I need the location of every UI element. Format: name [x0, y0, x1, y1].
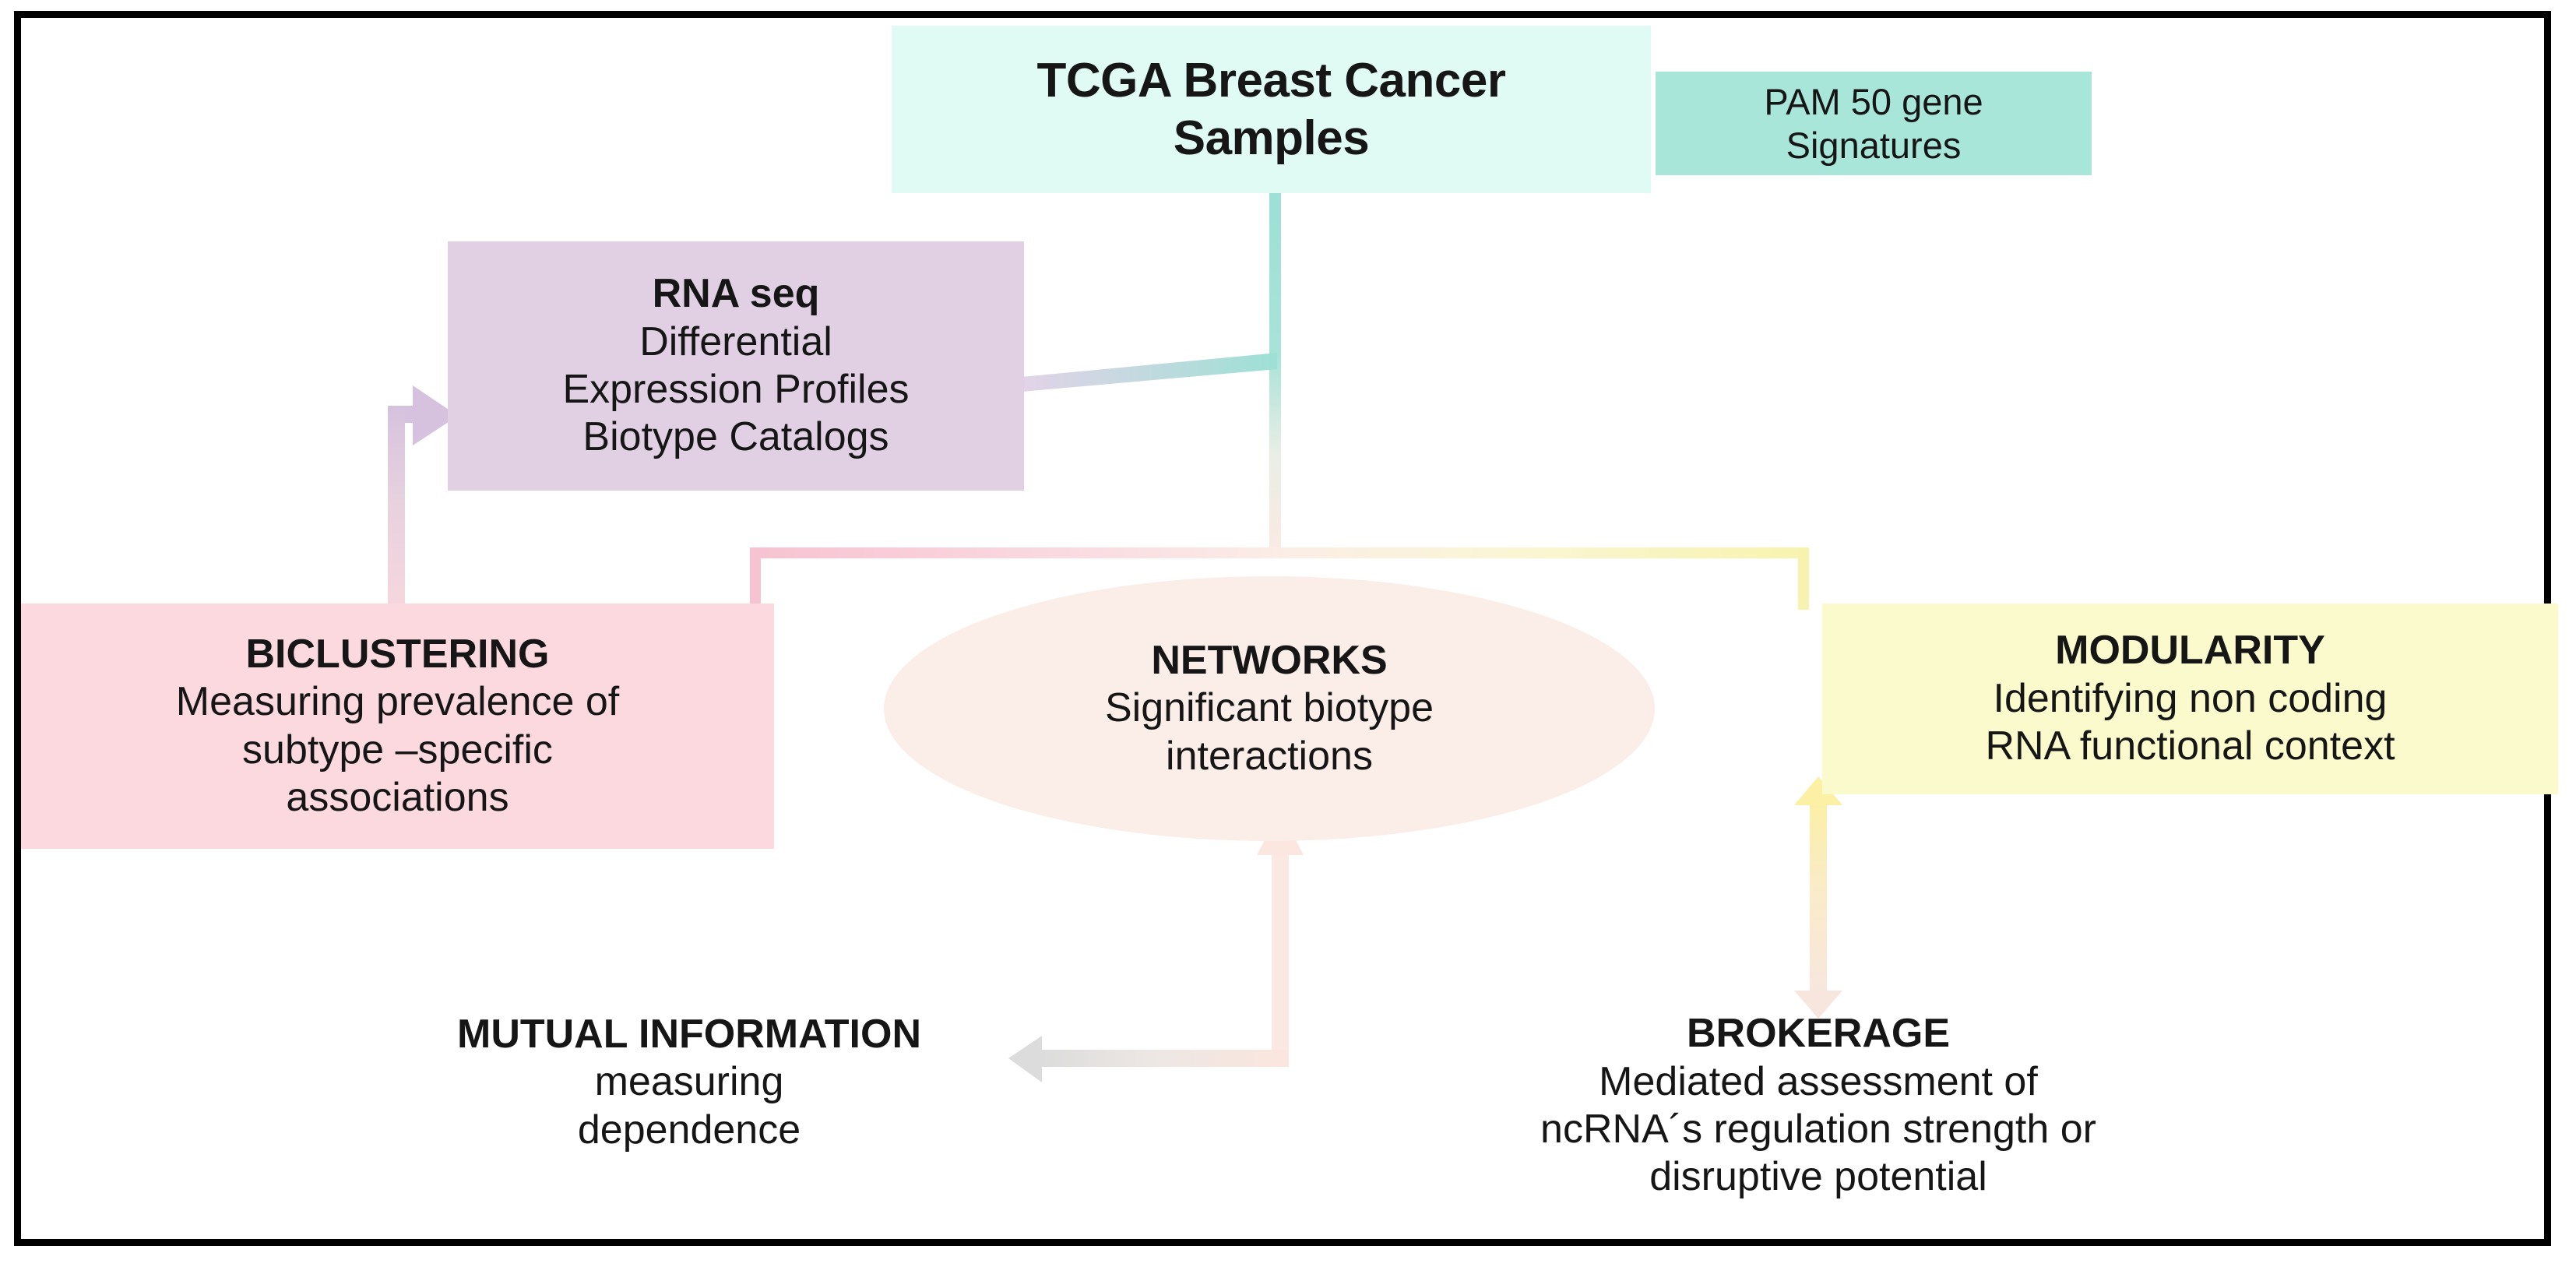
- node-rna-seq[interactable]: RNA seq Differential Expression Profiles…: [448, 241, 1024, 491]
- node-tcga-title: TCGA Breast Cancer Samples: [1036, 54, 1506, 165]
- node-brokerage[interactable]: BROKERAGE Mediated assessment of ncRNA´s…: [1394, 1005, 2243, 1207]
- node-networks[interactable]: NETWORKS Significant biotype interaction…: [884, 576, 1655, 841]
- connector-bus-to-modularity: [1273, 547, 1809, 610]
- node-mutual-information-body: measuring dependence: [577, 1059, 801, 1153]
- node-rnaseq-title: RNA seq: [652, 271, 820, 317]
- node-rnaseq-body: Differential Expression Profiles Biotype…: [562, 319, 910, 460]
- node-biclustering-title: BICLUSTERING: [245, 631, 550, 677]
- node-brokerage-body: Mediated assessment of ncRNA´s regulatio…: [1540, 1058, 2096, 1200]
- node-mutual-information[interactable]: MUTUAL INFORMATION measuring dependence: [354, 1005, 1024, 1160]
- connector-tcga-trunk: [1269, 192, 1281, 558]
- node-pam50-gene-signatures[interactable]: PAM 50 gene Signatures: [1656, 72, 2092, 175]
- node-biclustering[interactable]: BICLUSTERING Measuring prevalence of sub…: [21, 604, 774, 849]
- node-networks-title: NETWORKS: [1151, 637, 1388, 683]
- node-modularity[interactable]: MODULARITY Identifying non coding RNA fu…: [1822, 604, 2558, 794]
- connector-modularity-brokerage-arrow: [1794, 776, 1842, 1019]
- node-mutual-information-title: MUTUAL INFORMATION: [457, 1011, 921, 1057]
- node-modularity-title: MODULARITY: [2055, 628, 2325, 674]
- node-brokerage-title: BROKERAGE: [1686, 1011, 1951, 1057]
- connector-bus-to-biclustering: [750, 547, 1279, 610]
- node-tcga-breast-cancer-samples[interactable]: TCGA Breast Cancer Samples: [892, 26, 1651, 193]
- node-networks-body: Significant biotype interactions: [1104, 685, 1434, 779]
- connector-trunk-to-rnaseq: [1022, 353, 1277, 392]
- node-biclustering-body: Measuring prevalence of subtype –specifi…: [175, 679, 620, 820]
- node-modularity-body: Identifying non coding RNA functional co…: [1985, 675, 2395, 769]
- node-pam50-body: PAM 50 gene Signatures: [1764, 81, 1983, 166]
